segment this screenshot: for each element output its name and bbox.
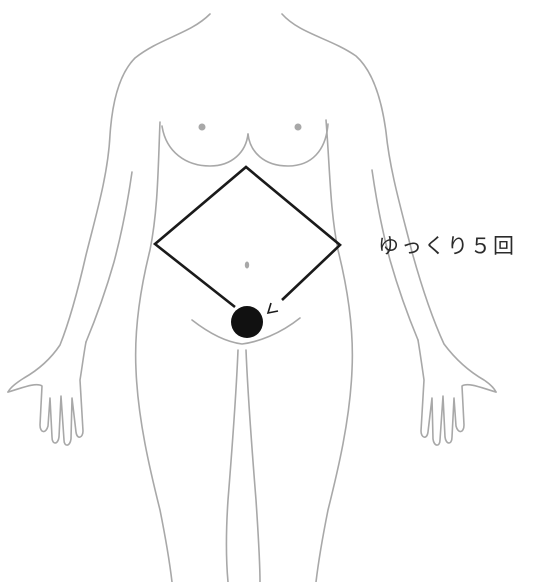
- body-outline: [8, 14, 496, 582]
- right-breast-outline: [248, 124, 328, 166]
- right-shoulder-arm-outline: [282, 14, 496, 392]
- left-breast-outline: [162, 126, 248, 166]
- right-inner-leg-outline: [246, 350, 260, 582]
- repetition-label: ゆっくり５回: [378, 230, 516, 260]
- right-torso-leg-outline: [316, 120, 352, 582]
- left-torso-leg-outline: [136, 122, 172, 582]
- path-arrowhead: [268, 303, 278, 313]
- left-inner-leg-outline: [227, 350, 239, 582]
- navel-mark: [245, 262, 249, 269]
- left-hand-outline: [8, 342, 86, 445]
- left-nipple-mark: [199, 124, 206, 131]
- start-point-dot: [231, 306, 263, 338]
- massage-path-diamond: [155, 167, 340, 307]
- right-nipple-mark: [295, 124, 302, 131]
- left-inner-arm-outline: [86, 172, 132, 342]
- left-shoulder-arm-outline: [8, 14, 210, 392]
- right-hand-outline: [418, 340, 496, 445]
